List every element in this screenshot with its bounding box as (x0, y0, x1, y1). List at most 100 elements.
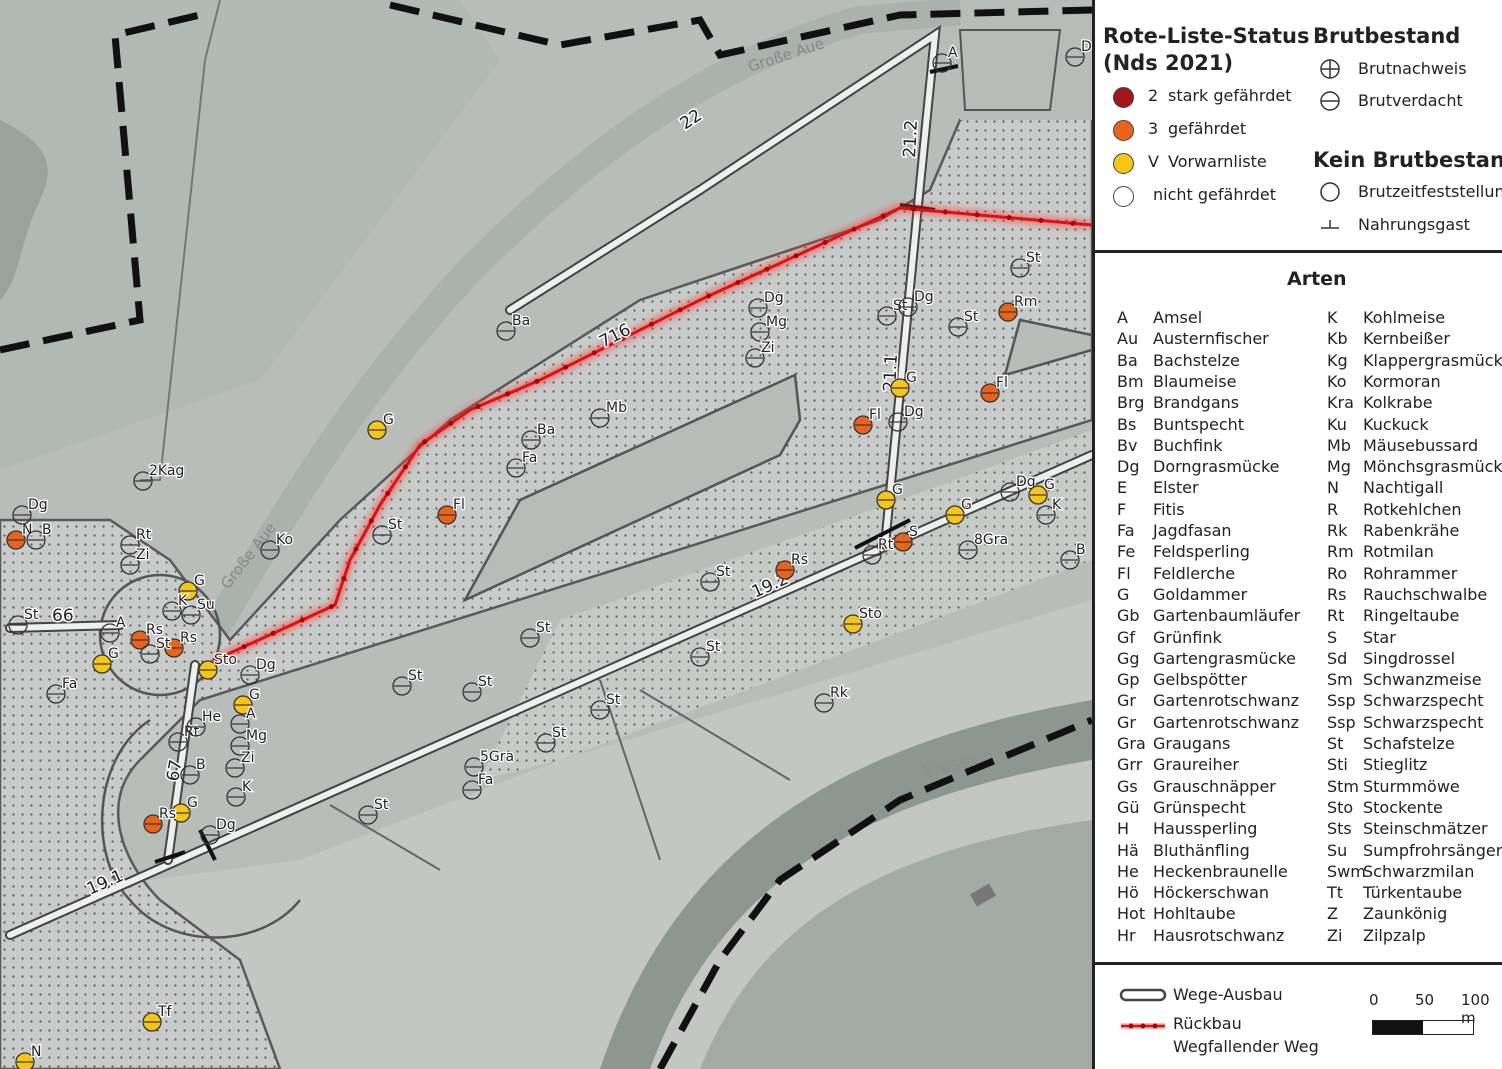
legend-panel: Rote-Liste-Status (Nds 2021) Brutbestand… (1092, 0, 1502, 1069)
bird-marker: Dg (12, 496, 49, 525)
grey-polygon-3 (958, 29, 1062, 111)
species-name: Ringeltaube (1363, 606, 1460, 626)
species-code: Gg (1117, 648, 1140, 668)
brutverdacht-icon (1320, 91, 1340, 111)
species-code: Gr (1117, 712, 1136, 732)
bird-marker-label: Rs (180, 630, 197, 646)
species-code: Gb (1117, 606, 1140, 626)
legend-status-title: Rote-Liste-Status (1103, 24, 1310, 48)
bird-marker: Dg (748, 289, 785, 318)
species-name: Hausrotschwanz (1153, 925, 1285, 945)
species-code: Rs (1327, 584, 1347, 604)
river-weser-bank (700, 820, 1092, 1069)
bird-marker-circle (372, 525, 392, 545)
bird-marker: Ko (260, 531, 294, 560)
legend-brutverdacht: Brutverdacht (1358, 91, 1463, 110)
species-name: Jagdfasan (1153, 521, 1232, 540)
bird-marker-label: 5Gra (480, 749, 514, 765)
status-swatch-2 (1113, 153, 1134, 174)
bird-marker: Tf (142, 1003, 174, 1032)
bird-marker-label: Mg (766, 314, 787, 330)
bird-marker: A (100, 614, 127, 643)
species-left-14: Gb Gartenbaumläufer (1117, 606, 1300, 625)
species-code: Sts (1327, 819, 1352, 839)
bird-marker: Fl (980, 374, 1009, 403)
bird-marker-label: A (246, 706, 256, 722)
species-code: Kg (1327, 350, 1348, 370)
species-code: Su (1327, 840, 1348, 860)
bird-marker-circle (536, 733, 556, 753)
species-right-2: Kg Klappergrasmücke (1327, 351, 1502, 370)
bird-marker: St (520, 619, 552, 648)
bird-marker-circle (15, 1052, 35, 1069)
scale-label-0: 0 (1369, 991, 1379, 1009)
bird-marker-label: Zi (241, 750, 254, 766)
bird-marker-label: Zi (761, 340, 774, 356)
species-code: Sd (1327, 648, 1348, 668)
road-label-66: 66 (52, 606, 74, 626)
boundary-dashed-top (0, 1, 1092, 354)
species-name: Gartenbaumläufer (1153, 606, 1301, 626)
species-code: N (1327, 478, 1339, 498)
bird-marker-label: Dg (1016, 474, 1036, 490)
species-code: Zi (1327, 925, 1343, 945)
bird-marker-label: B (196, 757, 206, 773)
buffer-circle-west (98, 573, 222, 697)
status-swatch-1 (1113, 120, 1134, 141)
bird-marker-circle (8, 615, 28, 635)
bird-marker-label: Dg (256, 657, 276, 673)
species-name: Schwanzmeise (1363, 670, 1482, 690)
bird-marker: Dg (200, 816, 237, 845)
species-name: Heckenbraunelle (1153, 861, 1288, 881)
bird-marker-circle (590, 408, 610, 428)
species-name: Amsel (1153, 308, 1203, 327)
species-name: Rotmilan (1363, 542, 1434, 562)
bird-marker: Dg (898, 288, 935, 317)
bird-marker-label: K (242, 779, 252, 795)
bird-marker-label: Rs (146, 622, 163, 638)
species-code: S (1327, 627, 1338, 647)
bird-marker: N (15, 1043, 43, 1069)
legend-brutzeitfeststellung: Brutzeitfeststellung (1358, 182, 1502, 201)
species-name: Steinschmätzer (1363, 819, 1488, 839)
small-building (969, 883, 997, 907)
bird-marker-label: 8Gra (974, 532, 1008, 548)
bird-marker-circle (745, 348, 765, 368)
bird-marker-label: B (42, 522, 52, 538)
bird-marker: He (186, 708, 222, 737)
bird-marker-label: Fa (62, 676, 77, 692)
bird-marker-label: Rm (1014, 294, 1037, 310)
species-name: Klappergrasmücke (1363, 350, 1502, 370)
bird-marker: B (26, 521, 53, 550)
bird-marker: St (8, 606, 40, 635)
bird-marker: Zi (225, 749, 256, 778)
legend-wege-ausbau: Wege-Ausbau (1173, 985, 1283, 1004)
species-code: Fa (1117, 521, 1135, 540)
bird-marker-label: K (1052, 497, 1062, 513)
species-name: Elster (1153, 478, 1199, 498)
bird-marker-label: G (194, 573, 205, 589)
bird-marker-circle (230, 736, 250, 756)
rueckbau-icon (1121, 1023, 1165, 1029)
species-name: Kohlmeise (1363, 308, 1446, 327)
species-name: Zilpzalp (1363, 925, 1426, 945)
species-name: Dorngrasmücke (1153, 457, 1280, 477)
field-top-left (0, 0, 500, 470)
species-name: Gartenrotschwanz (1153, 691, 1300, 711)
status-swatch-3 (1113, 186, 1134, 207)
species-name: Brandgans (1153, 393, 1240, 413)
bird-marker: G (876, 481, 904, 510)
bird-marker-label: St (24, 607, 39, 623)
map-canvas: Große Aue Große Aue Weser 22 716 21.2 21… (0, 0, 1092, 1069)
